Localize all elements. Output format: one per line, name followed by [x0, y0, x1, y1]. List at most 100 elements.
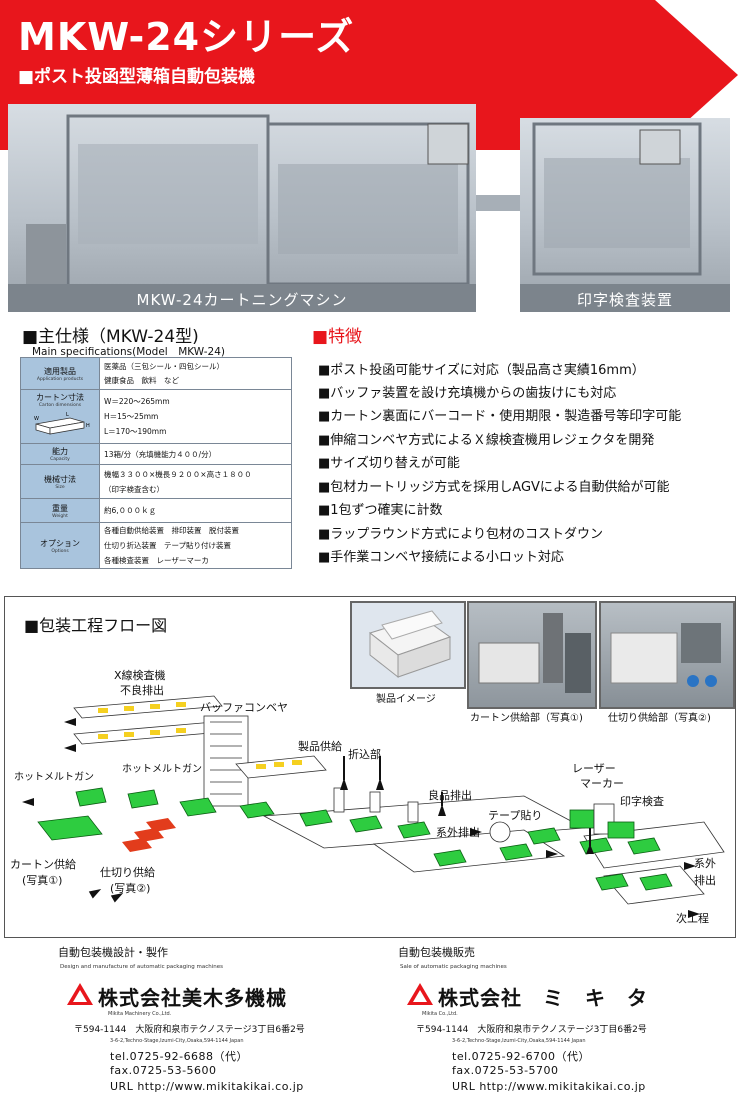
spec-key: 重量 [52, 503, 68, 513]
spec-subheading: Main specifications(Model MKW-24) [32, 346, 225, 358]
spec-key-en: Options [51, 548, 69, 554]
spec-value: （印字検査含む） [104, 484, 164, 494]
flow-label-hotmelt-1: ホットメルトガン [14, 772, 94, 783]
flow-label-carton-feed-2: (写真①) [22, 874, 63, 887]
maker-url[interactable]: URL http://www.mikitakikai.co.jp [110, 1080, 304, 1093]
spec-key: オプション [40, 538, 80, 548]
spec-value: L＝170〜190mm [104, 427, 167, 436]
flow-label-fold-in: 折込部 [348, 748, 381, 761]
spec-key: 機械寸法 [44, 474, 76, 484]
flow-label-good-out: 良品排出 [428, 789, 472, 802]
product-image-caption: 製品イメージ [376, 694, 436, 705]
features-heading: ■特徴 [312, 327, 363, 347]
spec-key-en: Size [55, 484, 65, 490]
spec-key: 適用製品 [44, 366, 76, 376]
flow-label-xray-reject: 不良排出 [120, 684, 164, 697]
seller-role: 自動包装機販売 [398, 946, 475, 959]
maker-fax: fax.0725-53-5600 [110, 1064, 217, 1077]
feature-item: ■伸縮コンベヤ方式によるＸ線検査機用レジェクタを開発 [318, 433, 655, 448]
feature-item: ■カートン裏面にバーコード・使用期限・製造番号等印字可能 [318, 409, 682, 424]
spec-value: 約6,０００ｋｇ [104, 506, 157, 515]
flow-label-xray: X線検査機 [114, 669, 166, 682]
feature-item: ■手作業コンベヤ接続による小ロット対応 [318, 550, 564, 565]
carton-feed-photo [467, 601, 597, 709]
flow-label-product-feed: 製品供給 [298, 740, 342, 753]
carton-dimension-diagram: W H L [34, 412, 90, 435]
feature-item: ■サイズ切り替えが可能 [318, 456, 460, 471]
spec-key-en: Weight [52, 513, 68, 519]
flow-label-next-process: 次工程 [676, 912, 709, 925]
maker-logo-icon [67, 983, 93, 1005]
spec-value: 各種検査装置 レーザーマーカ [104, 556, 209, 565]
flow-label-carton-feed-1: カートン供給 [10, 858, 76, 871]
side-photo-caption: 印字検査装置 [576, 291, 673, 309]
feature-item: ■1包ずつ確実に計数 [318, 503, 443, 518]
seller-logo-icon [407, 983, 433, 1005]
spec-value: W＝220〜265mm [104, 397, 170, 406]
flow-label-hotmelt-2: ホットメルトガン [122, 764, 202, 775]
seller-fax: fax.0725-53-5700 [452, 1064, 559, 1077]
maker-role: 自動包装機設計・製作 [58, 946, 168, 959]
maker-address-en: 3-6-2,Techno-Stage,Izumi-City,Osaka,594-… [110, 1038, 244, 1044]
flow-label-divider-feed-2: (写真②) [110, 882, 151, 895]
maker-address: 〒594-1144 大阪府和泉市テクノステージ3丁目6番2号 [74, 1025, 305, 1035]
flow-label-divider-feed-1: 仕切り供給 [100, 866, 155, 879]
spec-value: 各種自動供給装置 排印装置 脱付装置 [104, 526, 239, 535]
spec-key-en: Application products [36, 376, 84, 382]
flow-label-laser-1: レーザー [572, 762, 616, 775]
machine-photo-main: MKW-24カートニングマシン [8, 104, 476, 312]
maker-tel: tel.0725-92-6688（代） [110, 1050, 249, 1063]
divider-feed-photo [599, 601, 735, 709]
spec-value: 機幅３３００×機長９２００×高さ１８００ [104, 469, 252, 479]
spec-value: 健康食品 飲料 など [104, 376, 179, 385]
carton-feed-caption: カートン供給部（写真①) [470, 713, 583, 724]
spec-key-en: Carton dimensions [38, 403, 82, 408]
flow-diagram-box [4, 596, 736, 938]
seller-company-name: 株式会社 ミ キ タ [438, 986, 648, 1010]
maker-company-en: Mikita Machinery Co.,Ltd. [108, 1011, 172, 1017]
page-subtitle: ■ポスト投函型薄箱自動包装機 [18, 67, 256, 87]
spec-heading: ■主仕様（MKW-24型) [22, 327, 199, 347]
feature-item: ■ポスト投函可能サイズに対応（製品高さ実績16mm） [318, 363, 645, 378]
machine-photo-side: 印字検査装置 [520, 118, 730, 312]
maker-company-name: 株式会社美木多機械 [98, 986, 287, 1010]
conveyor-link [476, 195, 522, 211]
spec-value: H＝15〜25mm [104, 412, 159, 421]
main-photo-caption: MKW-24カートニングマシン [136, 291, 348, 309]
flow-label-laser-2: マーカー [580, 777, 624, 790]
flow-label-reject-out: 系外排出 [436, 826, 480, 839]
flow-label-sys-out-1: 系外 [694, 857, 716, 870]
seller-tel: tel.0725-92-6700（代） [452, 1050, 591, 1063]
page-title: MKW-24シリーズ [18, 15, 355, 59]
dimension-l-label: L [66, 412, 69, 418]
flow-label-sys-out-2: 排出 [694, 874, 716, 887]
seller-address: 〒594-1144 大阪府和泉市テクノステージ3丁目6番2号 [416, 1025, 647, 1035]
feature-item: ■包材カートリッジ方式を採用しAGVによる自動供給が可能 [318, 480, 670, 495]
divider-feed-caption: 仕切り供給部（写真②) [608, 713, 711, 724]
flow-label-buffer: バッファコンベヤ [200, 701, 288, 714]
feature-item: ■バッファ装置を設け充填機からの歯抜けにも対応 [318, 386, 617, 401]
seller-role-en: Sale of automatic packaging machines [400, 964, 507, 970]
flow-heading: ■包装工程フロー図 [24, 616, 168, 635]
dimension-w-label: W [34, 416, 39, 422]
seller-url[interactable]: URL http://www.mikitakikai.co.jp [452, 1080, 646, 1093]
seller-address-en: 3-6-2,Techno-Stage,Izumi-City,Osaka,594-… [452, 1038, 586, 1044]
feature-item: ■ラップラウンド方式により包材のコストダウン [318, 527, 604, 542]
seller-company-en: Mikita Co.,Ltd. [422, 1011, 458, 1017]
flow-label-print-check: 印字検査 [620, 795, 664, 808]
spec-key: 能力 [52, 447, 68, 456]
dimension-h-label: H [86, 423, 90, 429]
spec-key: カートン寸法 [36, 393, 84, 402]
spec-value: 13箱/分（充填機能力４００/分） [104, 449, 217, 459]
spec-key-en: Capacity [50, 457, 70, 462]
flow-diagram-drawing [22, 695, 725, 918]
flow-label-tape: テープ貼り [488, 809, 543, 822]
maker-role-en: Design and manufacture of automatic pack… [60, 964, 223, 970]
